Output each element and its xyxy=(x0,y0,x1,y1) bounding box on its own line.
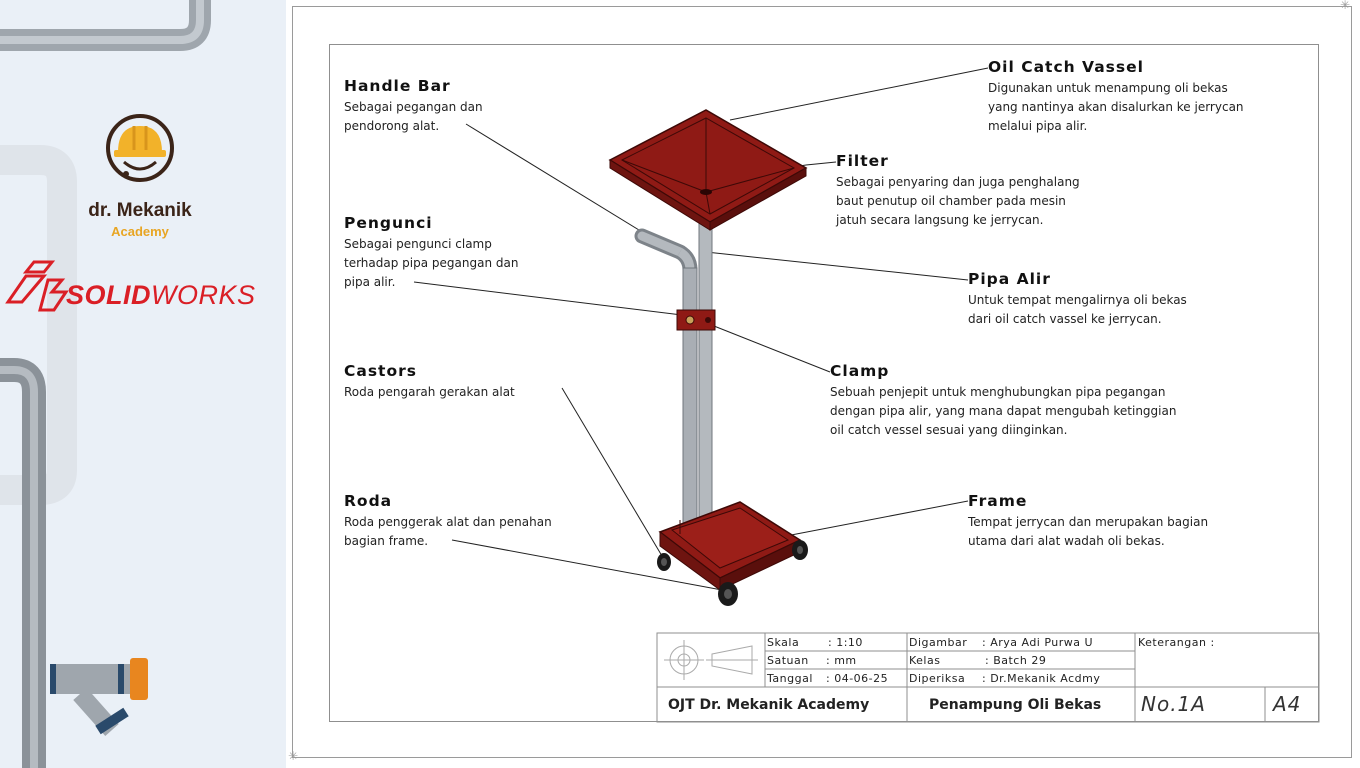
decorative-pipes xyxy=(0,0,211,768)
callout-title: Pengunci xyxy=(344,214,433,232)
callout-desc-line: Digunakan untuk menampung oli bekas xyxy=(988,81,1228,95)
solidworks-logo-icon xyxy=(5,260,69,312)
callout-desc-line: yang nantinya akan disalurkan ke jerryca… xyxy=(988,100,1244,114)
callout-title: Handle Bar xyxy=(344,77,451,95)
callout-desc-line: Tempat jerrycan dan merupakan bagian xyxy=(968,515,1209,529)
callout-desc-line: Sebagai penyaring dan juga penghalang xyxy=(836,175,1080,189)
academy-name: dr. Mekanik xyxy=(88,200,192,221)
diperiksa-label: Diperiksa xyxy=(909,672,966,685)
skala-value: : 1:10 xyxy=(828,636,863,649)
callout-pengunci: Pengunci Sebagai pengunci clamp terhadap… xyxy=(344,214,518,292)
callout-desc-line: Sebuah penjepit untuk menghubungkan pipa… xyxy=(830,385,1166,399)
callout-pipa-alir: Pipa Alir Untuk tempat mengalirnya oli b… xyxy=(968,270,1187,329)
tanggal-label: Tanggal xyxy=(767,672,813,685)
callout-title: Filter xyxy=(836,152,889,170)
satuan-label: Satuan xyxy=(767,654,809,667)
callout-desc-line: dengan pipa alir, yang mana dapat mengub… xyxy=(830,404,1177,418)
callout-oil-catch-vassel: Oil Catch Vassel Digunakan untuk menampu… xyxy=(988,58,1244,136)
kelas-label: Kelas xyxy=(909,654,941,667)
callout-title: Pipa Alir xyxy=(968,270,1051,288)
oil-catch-vessel-part xyxy=(608,109,808,231)
callout-filter: Filter Sebagai penyaring dan juga pengha… xyxy=(836,152,1080,230)
callout-title: Clamp xyxy=(830,362,890,380)
callout-title: Oil Catch Vassel xyxy=(988,58,1144,76)
digambar-value: : Arya Adi Purwa U xyxy=(982,636,1094,649)
callout-desc-line: utama dari alat wadah oli bekas. xyxy=(968,534,1165,548)
satuan-value: : mm xyxy=(826,654,857,667)
skala-label: Skala xyxy=(767,636,800,649)
pipa-alir-part xyxy=(698,203,713,529)
keterangan-label: Keterangan : xyxy=(1138,636,1215,649)
callout-desc-line: terhadap pipa pegangan dan xyxy=(344,256,519,270)
callout-desc-line: baut penutup oil chamber pada mesin xyxy=(836,194,1066,208)
projection-symbol-icon xyxy=(664,640,758,680)
callout-desc-line: bagian frame. xyxy=(344,534,429,548)
callout-clamp: Clamp Sebuah penjepit untuk menghubungka… xyxy=(830,362,1176,440)
callout-roda: Roda Roda penggerak alat dan penahan bag… xyxy=(344,492,552,551)
callout-desc-line: Untuk tempat mengalirnya oli bekas xyxy=(968,293,1187,307)
callout-frame: Frame Tempat jerrycan dan merupakan bagi… xyxy=(968,492,1208,551)
callout-desc-line: Roda pengarah gerakan alat xyxy=(344,385,515,399)
corner-mark-icon: ✳ xyxy=(1340,0,1351,12)
tanggal-value: : 04-06-25 xyxy=(826,672,889,685)
callout-desc-line: Roda penggerak alat dan penahan xyxy=(344,515,552,529)
callout-desc-line: dari oil catch vassel ke jerrycan. xyxy=(968,312,1162,326)
callout-desc-line: Sebagai pengunci clamp xyxy=(344,237,492,251)
organization-name: OJT Dr. Mekanik Academy xyxy=(668,697,870,713)
callout-title: Roda xyxy=(344,492,393,510)
valve-icon xyxy=(50,658,148,736)
corner-mark-icon: ✳ xyxy=(288,749,299,763)
solidworks-wordmark: SOLIDWORKS xyxy=(66,280,256,310)
callout-title: Frame xyxy=(968,492,1028,510)
drawing-number: No.1A xyxy=(1141,692,1206,716)
callout-desc-line: pipa alir. xyxy=(344,275,396,289)
callout-castors: Castors Roda pengarah gerakan alat xyxy=(344,362,515,402)
frame-part xyxy=(658,501,802,591)
castors-and-wheels-part xyxy=(657,540,808,606)
callout-desc-line: pendorong alat. xyxy=(344,119,440,133)
callout-desc-line: melalui pipa alir. xyxy=(988,119,1088,133)
kelas-value: : Batch 29 xyxy=(985,654,1047,667)
sheet-size: A4 xyxy=(1273,692,1302,716)
hardhat-logo-icon xyxy=(106,114,174,182)
drawing-title: Penampung Oli Bekas xyxy=(929,697,1102,713)
academy-subtitle: Academy xyxy=(111,224,169,239)
handle-bar-part xyxy=(634,228,698,529)
clamp-part xyxy=(676,309,716,331)
callout-desc-line: jatuh secara langsung ke jerrycan. xyxy=(836,213,1044,227)
callout-desc-line: Sebagai pegangan dan xyxy=(344,100,483,114)
callout-desc-line: oil catch vessel sesuai yang diinginkan. xyxy=(830,423,1068,437)
digambar-label: Digambar xyxy=(909,636,968,649)
callout-handle-bar: Handle Bar Sebagai pegangan dan pendoron… xyxy=(344,77,483,136)
title-block-grid xyxy=(656,632,1320,723)
diperiksa-value: : Dr.Mekanik Acdmy xyxy=(982,672,1101,685)
branding-panel: dr. Mekanik Academy SOLIDWORKS xyxy=(0,0,286,768)
callout-title: Castors xyxy=(344,362,417,380)
